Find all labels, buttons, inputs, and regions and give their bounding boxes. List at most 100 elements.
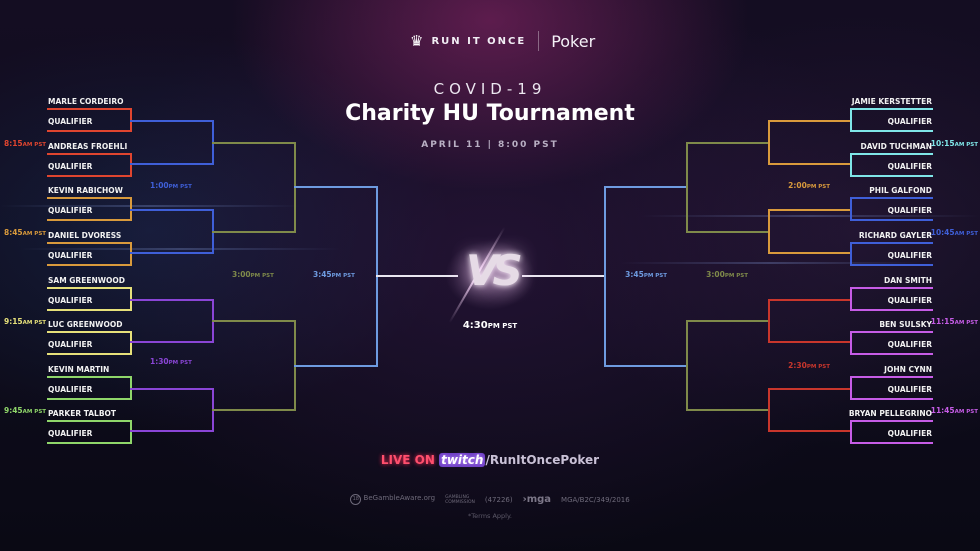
round2-bracket-line (130, 388, 212, 390)
round1-time: 11:15AM PST (931, 317, 978, 326)
round3-time: 3:00PM PST (232, 270, 274, 279)
player-name: JOHN CYNN (884, 365, 932, 374)
time-value: 3:45 (625, 270, 644, 279)
round3-bracket-line (686, 141, 688, 233)
player-box-line (47, 376, 130, 378)
round2-bracket-line (768, 299, 850, 301)
player-seed: QUALIFIER (48, 296, 93, 305)
time-suffix: PM PST (331, 273, 355, 279)
round2-bracket-line (130, 163, 212, 165)
player-box-line (850, 420, 852, 444)
final-time-suffix: PM PST (487, 322, 518, 330)
twitch-handle: /RunItOncePoker (485, 453, 600, 467)
player-box-line (850, 153, 933, 155)
background-streak (20, 248, 340, 250)
player-box-line (130, 242, 132, 266)
round3-bracket-line (212, 141, 294, 144)
player-box-line (47, 130, 130, 132)
time-value: 11:45 (930, 406, 955, 415)
player-box-line (47, 153, 130, 155)
round2-bracket-line (768, 430, 850, 432)
player-name: PHIL GALFOND (869, 186, 932, 195)
time-value: 9:45 (4, 406, 23, 415)
twitch-logo-icon: twitch (439, 453, 486, 467)
player-box-line (850, 420, 933, 422)
round3-bracket-line (686, 230, 768, 233)
round2-bracket-line (768, 209, 850, 211)
semifinal-time: 3:45PM PST (313, 270, 355, 279)
player-box-line (47, 219, 130, 221)
time-suffix: PM PST (724, 273, 748, 279)
round2-bracket-line (130, 209, 212, 211)
background-streak (620, 262, 920, 264)
player-name: KEVIN RABICHOW (48, 186, 123, 195)
time-value: 10:15 (930, 139, 955, 148)
player-name: LUC GREENWOOD (48, 320, 123, 329)
final-match-time: 4:30PM PST (0, 320, 980, 331)
round1-time: 10:15AM PST (931, 139, 978, 148)
round2-bracket-line (768, 120, 770, 165)
player-box-line (850, 242, 852, 266)
player-seed: QUALIFIER (887, 206, 932, 215)
time-suffix: PM PST (806, 364, 830, 370)
time-value: 10:45 (930, 228, 955, 237)
time-value: 1:30 (150, 357, 169, 366)
semifinal-bracket-line (604, 186, 686, 188)
player-box-line (130, 420, 132, 444)
player-name: RICHARD GAYLER (858, 231, 932, 240)
time-suffix: PM PST (168, 360, 192, 366)
player-box-line (850, 108, 933, 110)
live-stream-link[interactable]: LIVE ON twitch/RunItOncePoker (0, 453, 980, 467)
player-box-line (850, 331, 852, 355)
gamble-aware-link[interactable]: 18 BeGambleAware.org (350, 494, 435, 505)
player-box-line (47, 197, 130, 199)
product-name: Poker (551, 31, 596, 51)
player-box-line (850, 242, 933, 244)
round1-time: 11:45AM PST (931, 406, 978, 415)
player-seed: QUALIFIER (887, 385, 932, 394)
age-restriction-icon: 18 (350, 494, 362, 505)
time-value: 11:15 (930, 317, 955, 326)
gc-license-number: (47226) (484, 495, 513, 504)
round1-time: 8:15AM PST (4, 139, 46, 148)
time-value: 2:30 (788, 361, 807, 370)
time-suffix: PM PST (168, 184, 192, 190)
time-suffix: AM PST (954, 142, 978, 148)
brand-name: RUN IT ONCE (431, 35, 527, 47)
round3-bracket-line (686, 409, 768, 411)
player-name: BEN SULSKY (879, 320, 932, 329)
vs-emblem: VS (466, 246, 523, 295)
round2-time: 1:00PM PST (150, 181, 192, 190)
time-suffix: AM PST (954, 409, 978, 415)
round3-bracket-line (212, 320, 294, 322)
round3-bracket-line (686, 320, 688, 411)
player-seed: QUALIFIER (48, 340, 93, 349)
player-box-line (47, 442, 130, 444)
time-value: 3:45 (313, 270, 332, 279)
player-name: DAN SMITH (884, 276, 932, 285)
player-box-line (47, 175, 130, 177)
round2-bracket-line (130, 120, 212, 122)
round1-time: 8:45AM PST (4, 228, 46, 237)
time-value: 8:45 (4, 228, 23, 237)
mga-license: MGA/B2C/349/2016 (561, 495, 630, 504)
player-box-line (850, 197, 852, 221)
player-seed: QUALIFIER (48, 162, 93, 171)
player-box-line (47, 420, 130, 422)
player-box-line (850, 175, 933, 177)
gc-line2: COMMISSION (445, 499, 475, 505)
player-name: ANDREAS FROEHLI (48, 142, 128, 151)
player-box-line (850, 309, 933, 311)
player-box-line (850, 287, 933, 289)
round2-bracket-line (768, 163, 850, 165)
player-box-line (850, 130, 933, 132)
final-time-value: 4:30 (462, 320, 488, 331)
round2-bracket-line (768, 388, 850, 390)
round2-bracket-line (130, 252, 212, 254)
player-seed: QUALIFIER (887, 429, 932, 438)
player-box-line (47, 242, 130, 244)
round3-time: 3:00PM PST (706, 270, 748, 279)
time-suffix: AM PST (22, 142, 47, 148)
